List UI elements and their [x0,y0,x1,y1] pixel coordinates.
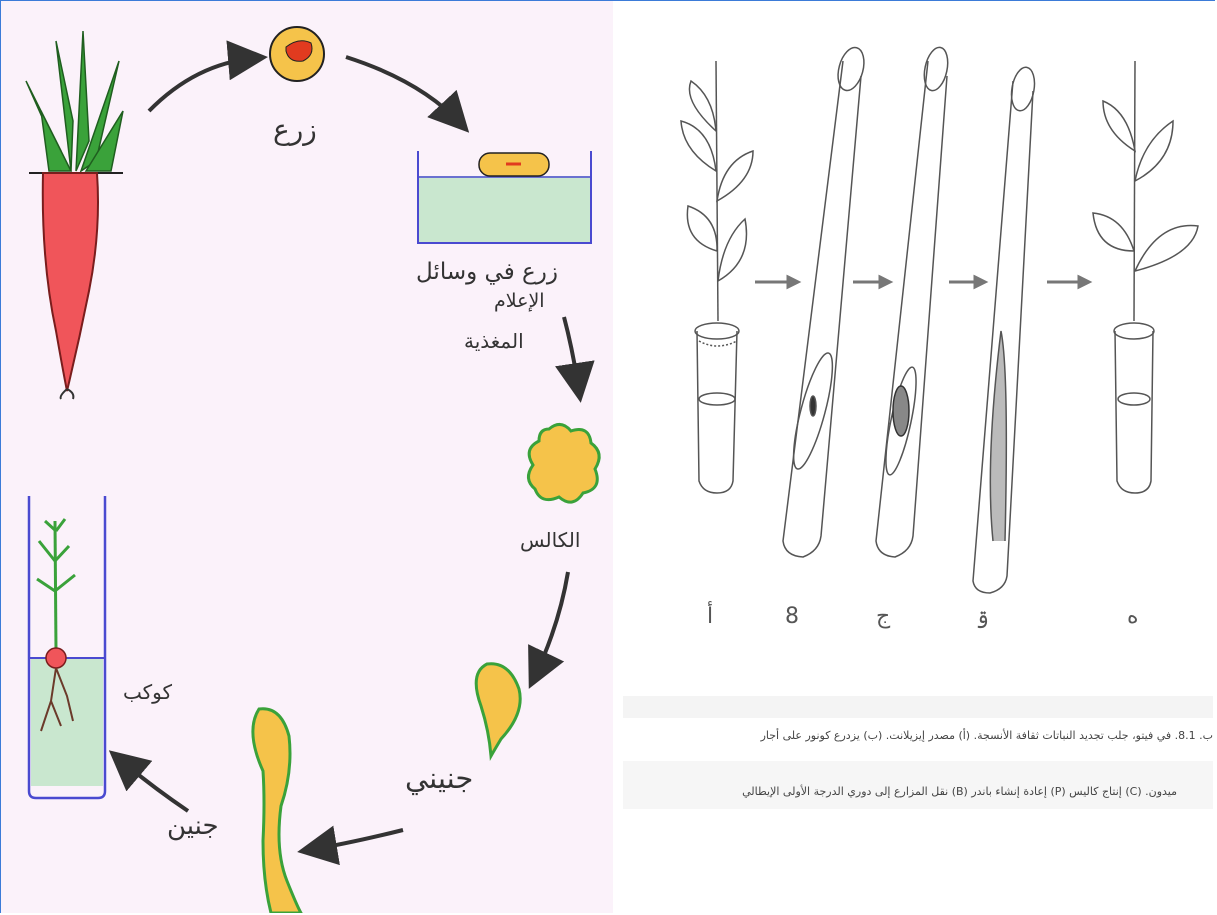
stage-a-source-plant [681,61,753,493]
stage-letter-a: أ [707,604,713,629]
plantlet-tube [29,496,105,798]
stage-d-tube [973,65,1038,593]
in-vitro-regeneration-figure: أ 8 ج ۊ ه ب. 8.1. في فيتو، جلب تجديد الن… [613,1,1215,913]
embryo-globular [476,664,520,756]
regeneration-illustration [613,1,1215,913]
figure-caption-line-1: ب. 8.1. في فيتو، جلب تجديد النباتات ثقاف… [761,729,1213,742]
stage-letter-b: 8 [785,604,799,629]
label-embryo-1: جنيني [405,761,473,795]
process-arrows [755,277,1089,287]
caption-band-1 [623,696,1213,718]
label-seed: زرع [273,113,317,146]
label-culture-media-2: الإعلام [494,290,545,312]
callus-mass [528,424,599,502]
carrot-plant [26,31,123,399]
label-callus: الكالس [520,528,580,552]
label-embryo-2: جنين [167,811,219,841]
stage-b-tube [783,45,868,557]
stage-e-regenerated-plant [1093,61,1198,493]
culture-dish [418,151,591,243]
figure-caption-line-2: ميدون. (C) إنتاج كاليس (P) إعادة إنشاء ب… [742,785,1177,798]
label-culture-media: زرع في وسائل [416,259,558,285]
stage-letter-d: ۊ [976,604,989,629]
stage-letter-c: ج [876,604,890,629]
stage-letter-e: ه [1127,604,1139,629]
label-nutrient: المغذية [464,329,524,353]
tissue-culture-cycle-diagram: زرع زرع في وسائل الإعلام المغذية الكالس … [1,1,613,913]
embryo-torpedo [253,709,301,913]
label-planet: كوكب [123,680,172,704]
seed-explant [270,27,324,81]
stage-c-tube [876,45,951,557]
